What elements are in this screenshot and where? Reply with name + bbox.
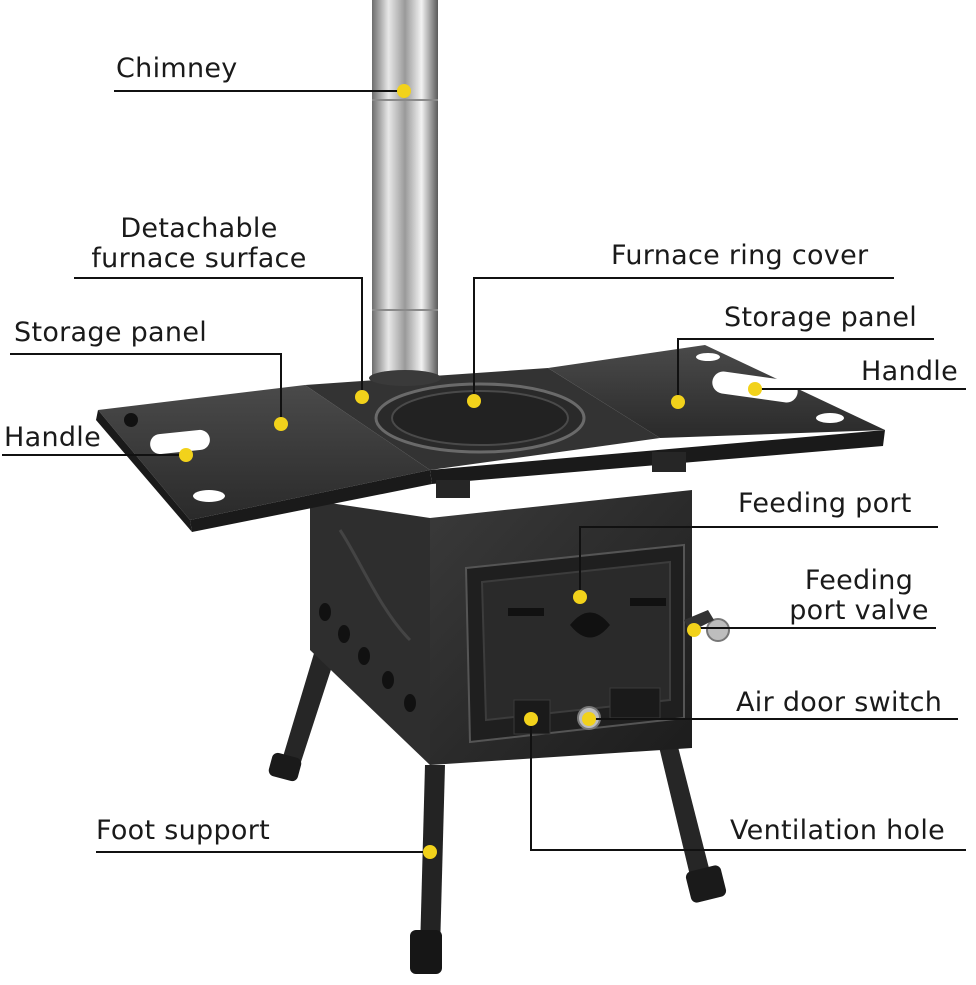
- label-detachable-line2: furnace surface: [91, 243, 307, 274]
- marker-storage-right: [671, 395, 685, 409]
- marker-feeding-port: [573, 590, 587, 604]
- label-storage-panel-left: Storage panel: [14, 317, 208, 348]
- label-feeding-port: Feeding port: [738, 488, 912, 519]
- marker-handle-right: [748, 382, 762, 396]
- leader-ventilation: [530, 719, 966, 851]
- leader-storage-left: [10, 353, 282, 424]
- label-handle-left: Handle: [4, 422, 102, 453]
- leg-front: [410, 765, 445, 974]
- label-chimney: Chimney: [116, 53, 238, 84]
- marker-air-door: [582, 712, 596, 726]
- marker-foot-support: [423, 845, 437, 859]
- marker-storage-left: [274, 417, 288, 431]
- label-storage-panel-right: Storage panel: [724, 302, 918, 333]
- label-air-door-switch: Air door switch: [736, 687, 943, 718]
- label-foot-support: Foot support: [96, 815, 271, 846]
- marker-detachable: [355, 390, 369, 404]
- leader-storage-right: [677, 338, 934, 402]
- marker-handle-left: [179, 448, 193, 462]
- marker-furnace-ring-cover: [467, 394, 481, 408]
- chimney-pipe: [369, 0, 441, 386]
- leader-feeding-port: [579, 526, 938, 597]
- feeding-door: [464, 543, 730, 744]
- marker-feeding-valve: [687, 623, 701, 637]
- markers: [179, 84, 762, 859]
- label-feeding-valve-line2: port valve: [789, 595, 929, 626]
- label-detachable-line1: Detachable: [120, 213, 278, 244]
- label-feeding-valve-line1: Feeding: [804, 565, 914, 596]
- label-furnace-ring-cover: Furnace ring cover: [611, 240, 869, 271]
- leg-back-left: [268, 640, 338, 782]
- leader-lines: [2, 90, 966, 853]
- leg-back-right: [655, 730, 727, 903]
- label-ventilation-hole: Ventilation hole: [730, 815, 946, 846]
- stove-top: [96, 345, 885, 532]
- leader-furnace-ring-cover: [473, 277, 894, 401]
- leader-detachable: [74, 277, 363, 397]
- label-handle-right: Handle: [861, 356, 959, 387]
- marker-chimney: [397, 84, 411, 98]
- marker-ventilation: [524, 712, 538, 726]
